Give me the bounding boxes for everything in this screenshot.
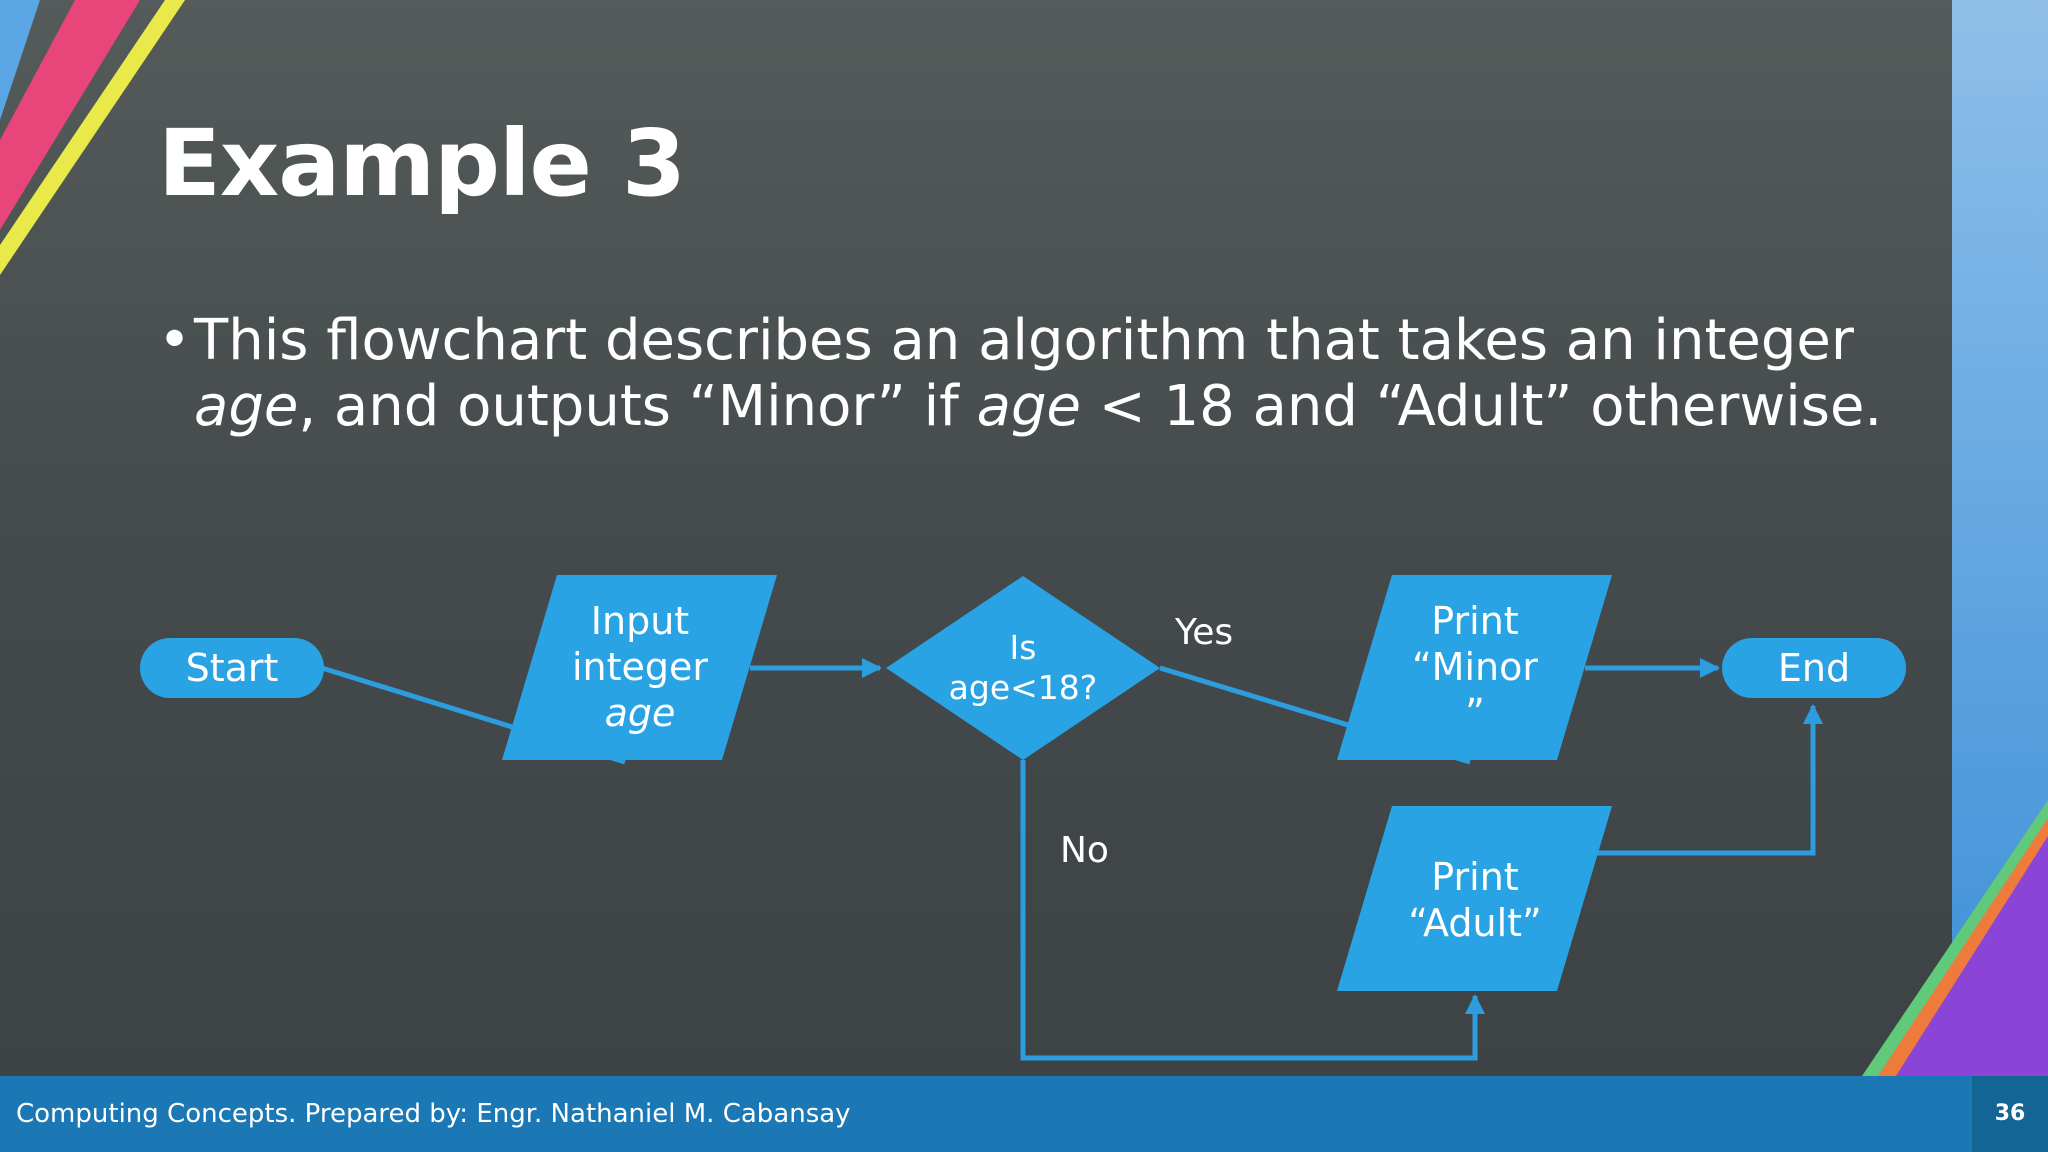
decision-label: Is age<18? [923,628,1123,708]
decision-label-line-2: age<18? [948,668,1098,707]
footer-text: Computing Concepts. Prepared by: Engr. N… [16,1099,851,1129]
slide-title: Example 3 [158,110,686,217]
print-adult-parallelogram-shape [1337,806,1612,991]
print-minor-label-line-2: “Minor [1412,645,1538,689]
print-adult-label-line-2: “Adult” [1408,901,1542,945]
end-label: End [1777,646,1851,690]
bullet-text-part-2: , and outputs “Minor” if [298,374,977,439]
input-parallelogram-shape [502,575,777,760]
page-number-box: 36 [1972,1076,2048,1152]
bullet-marker: • [158,308,192,373]
print-minor-label-line-3: ” [1465,691,1485,735]
connector-no-to-print-adult [1020,760,1485,1061]
top-left-decoration [0,0,185,275]
footer-bar: Computing Concepts. Prepared by: Engr. N… [0,1076,2048,1152]
print-adult-label: Print “Adult” [1355,854,1595,946]
decision-label-line-1: Is [1009,628,1037,667]
bullet-variable-age-2: age [976,374,1081,439]
page-number: 36 [1994,1101,2026,1126]
decision-diamond-shape [886,576,1160,760]
connector-print-adult-to-end [1593,704,1823,856]
deco-stripe-pink [0,0,140,230]
deco-stripe-yellow [0,0,185,275]
start-label: Start [185,646,279,690]
input-label-variable: age [604,691,676,735]
end-terminal-shape [1722,638,1906,698]
print-adult-label-line-1: Print [1431,855,1519,899]
bullet-text: This flowchart describes an algorithm th… [194,308,1918,440]
print-minor-parallelogram-shape [1337,575,1612,760]
input-label-line-1: Input [590,599,690,643]
bullet-text-part-1: This flowchart describes an algorithm th… [194,308,1854,373]
input-label: Input integer age [520,598,760,736]
edge-label-no: No [1060,830,1109,871]
start-terminal-shape [140,638,324,698]
bullet-variable-age-1: age [194,374,299,439]
bullet-point: • This flowchart describes an algorithm … [158,308,1918,440]
print-minor-label: Print “Minor ” [1355,598,1595,736]
input-label-line-2: integer [571,645,709,689]
deco-stripe-blue [0,0,40,120]
print-minor-label-line-1: Print [1431,599,1519,643]
bullet-text-part-3: < 18 and “Adult” otherwise. [1081,374,1883,439]
edge-label-yes: Yes [1175,612,1234,653]
